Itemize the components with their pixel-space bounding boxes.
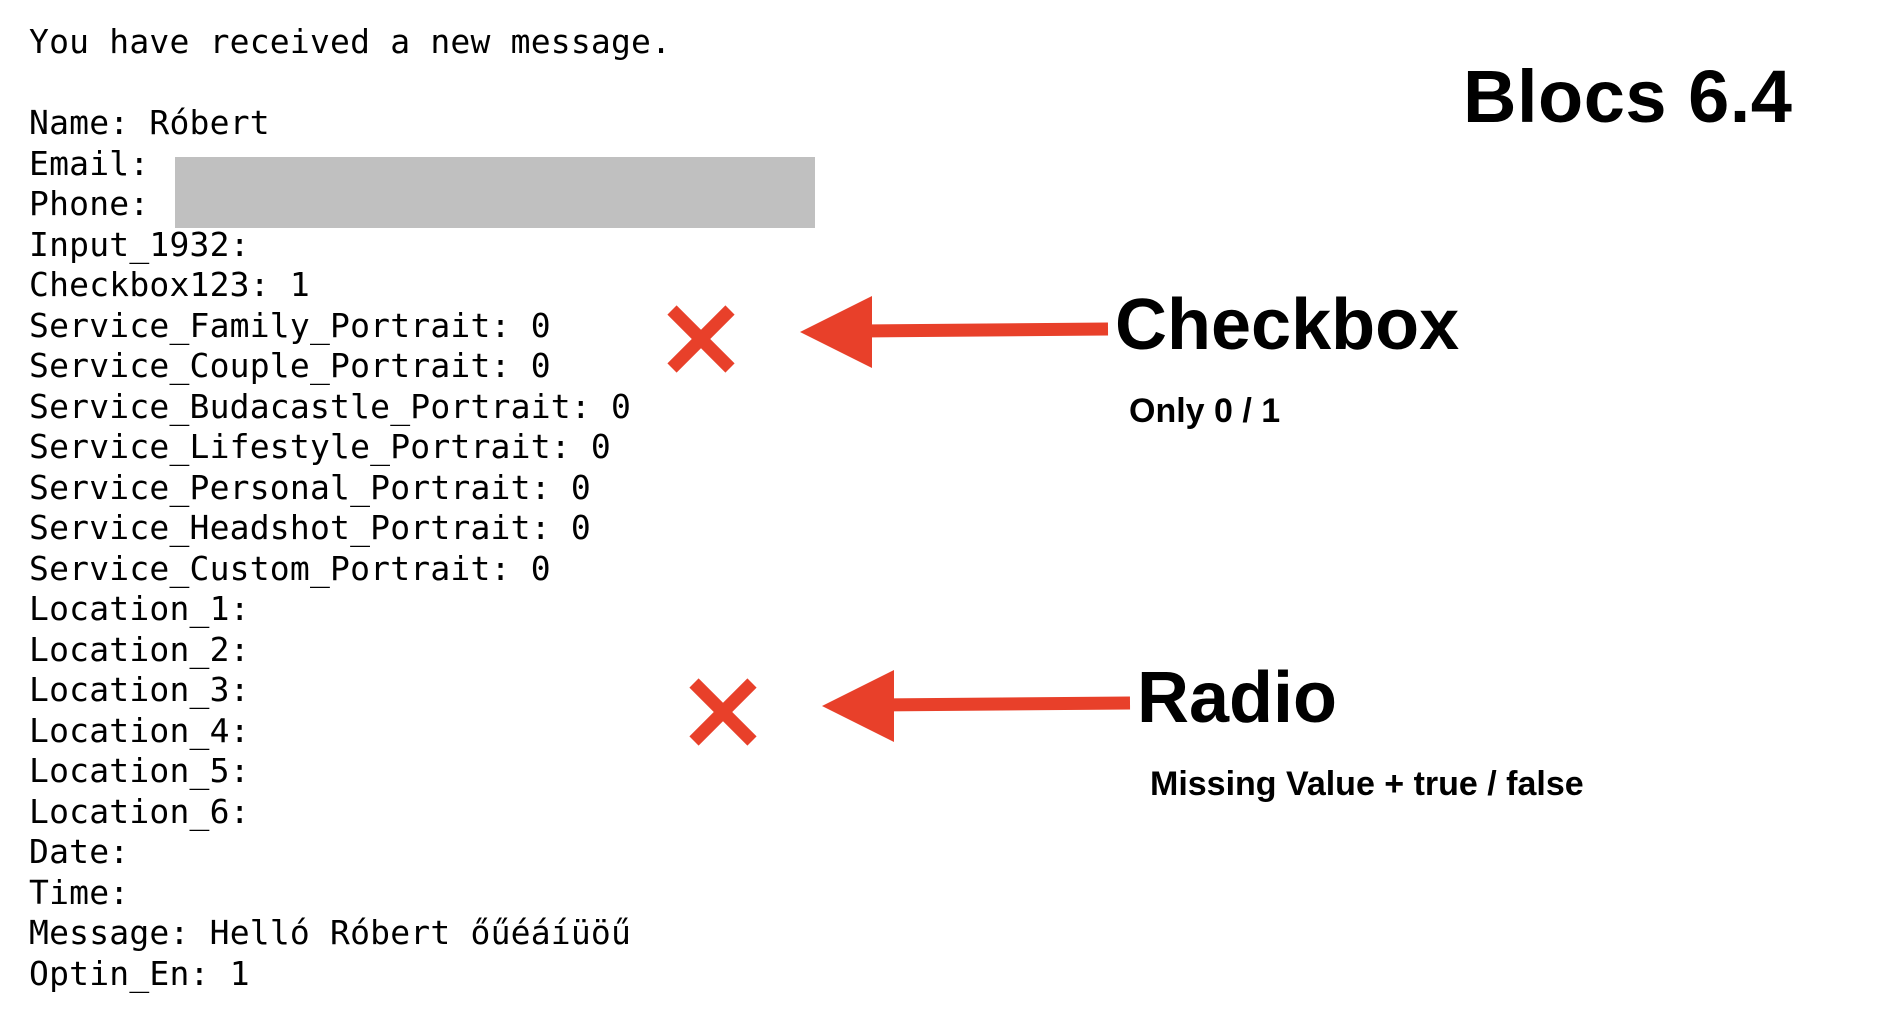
field-separator: : xyxy=(490,305,531,345)
radio-annotation-note: Missing Value + true / false xyxy=(1150,765,1584,803)
field-label: Location_5 xyxy=(29,751,230,790)
field-line: Message: Helló Róbert őűéáíüöű xyxy=(29,913,671,954)
field-label: Service_Personal_Portrait xyxy=(29,467,531,507)
field-value: 0 xyxy=(590,427,611,466)
radio-arrow-icon xyxy=(822,670,1131,742)
field-line: Location_3: xyxy=(29,670,671,711)
field-separator: : xyxy=(550,427,591,466)
field-line: Name: Róbert xyxy=(29,103,671,144)
field-line: Time: xyxy=(29,873,671,914)
field-label: Message xyxy=(29,913,170,952)
field-label: Phone xyxy=(29,184,130,223)
field-separator: : xyxy=(229,670,270,709)
field-value: 0 xyxy=(530,346,551,385)
field-label: Service_Custom_Portrait xyxy=(29,548,491,588)
field-line: Location_4: xyxy=(29,711,671,752)
field-separator: : xyxy=(129,184,170,223)
field-label: Input_1932 xyxy=(29,224,230,264)
field-label: Time xyxy=(29,872,110,912)
field-separator: : xyxy=(129,143,170,183)
field-separator: : xyxy=(109,872,150,912)
field-separator: : xyxy=(229,751,270,790)
field-label: Service_Family_Portrait xyxy=(29,305,491,345)
field-label: Service_Couple_Portrait xyxy=(29,346,491,385)
field-value: 0 xyxy=(610,386,632,426)
field-line: Phone: xyxy=(29,184,671,225)
field-separator: : xyxy=(490,548,531,588)
field-separator: : xyxy=(229,224,270,264)
field-separator: : xyxy=(249,265,290,304)
field-separator: : xyxy=(530,508,571,547)
checkbox-cross-icon xyxy=(667,305,735,373)
field-label: Service_Budacastle_Portrait xyxy=(29,386,571,426)
field-label: Location_3 xyxy=(29,670,230,709)
field-label: Location_6 xyxy=(29,791,230,831)
field-line: Optin_En: 1 xyxy=(29,954,671,995)
field-separator: : xyxy=(490,346,531,385)
field-separator: : xyxy=(109,103,150,142)
field-line: Checkbox123: 1 xyxy=(29,265,671,306)
field-separator: : xyxy=(229,710,270,750)
field-line: Email: xyxy=(29,144,671,185)
field-line: Location_5: xyxy=(29,751,671,792)
field-value: 1 xyxy=(289,265,310,304)
radio-annotation-label: Radio xyxy=(1137,658,1338,738)
field-separator: : xyxy=(169,913,210,952)
field-separator: : xyxy=(189,953,230,993)
field-line: Location_6: xyxy=(29,792,671,833)
field-separator: : xyxy=(570,386,611,426)
field-label: Name xyxy=(29,103,110,142)
field-label: Location_1 xyxy=(29,589,230,628)
field-line: Input_1932: xyxy=(29,225,671,266)
field-label: Service_Lifestyle_Portrait xyxy=(29,427,551,466)
email-body: You have received a new message. Name: R… xyxy=(29,22,671,994)
field-value: Róbert xyxy=(149,103,270,142)
field-line: Service_Lifestyle_Portrait: 0 xyxy=(29,427,671,468)
field-separator: : xyxy=(109,832,150,871)
field-line: Service_Personal_Portrait: 0 xyxy=(29,468,671,509)
field-value: 0 xyxy=(570,467,591,507)
field-line: Date: xyxy=(29,832,671,873)
field-line: Service_Custom_Portrait: 0 xyxy=(29,549,671,590)
field-line: Location_2: xyxy=(29,630,671,671)
field-value: 0 xyxy=(530,305,551,345)
blocs-version-title: Blocs 6.4 xyxy=(1463,55,1793,138)
checkbox-arrow-icon xyxy=(800,296,1109,368)
field-line: Service_Headshot_Portrait: 0 xyxy=(29,508,671,549)
field-value: 0 xyxy=(570,508,591,547)
field-label: Service_Headshot_Portrait xyxy=(29,508,531,547)
intro-line: You have received a new message. xyxy=(29,22,672,61)
field-line: Service_Family_Portrait: 0 xyxy=(29,306,671,347)
checkbox-annotation-label: Checkbox xyxy=(1115,285,1460,365)
checkbox-annotation-note: Only 0 / 1 xyxy=(1129,392,1281,430)
field-separator: : xyxy=(530,467,571,507)
field-label: Checkbox123 xyxy=(29,265,250,304)
field-value: Helló Róbert őűéáíüöű xyxy=(209,913,632,952)
redaction-box xyxy=(175,157,815,228)
field-label: Email xyxy=(29,143,130,183)
field-separator: : xyxy=(229,589,270,628)
field-label: Date xyxy=(29,832,110,871)
field-line: Location_1: xyxy=(29,589,671,630)
field-label: Location_2 xyxy=(29,629,230,669)
field-value: 1 xyxy=(229,953,250,993)
field-value: 0 xyxy=(530,548,551,588)
field-line: Service_Budacastle_Portrait: 0 xyxy=(29,387,671,428)
radio-cross-icon xyxy=(689,678,757,746)
field-line: Service_Couple_Portrait: 0 xyxy=(29,346,671,387)
field-label: Optin_En xyxy=(29,953,190,993)
field-label: Location_4 xyxy=(29,710,230,750)
field-separator: : xyxy=(229,629,270,669)
field-separator: : xyxy=(229,791,270,831)
